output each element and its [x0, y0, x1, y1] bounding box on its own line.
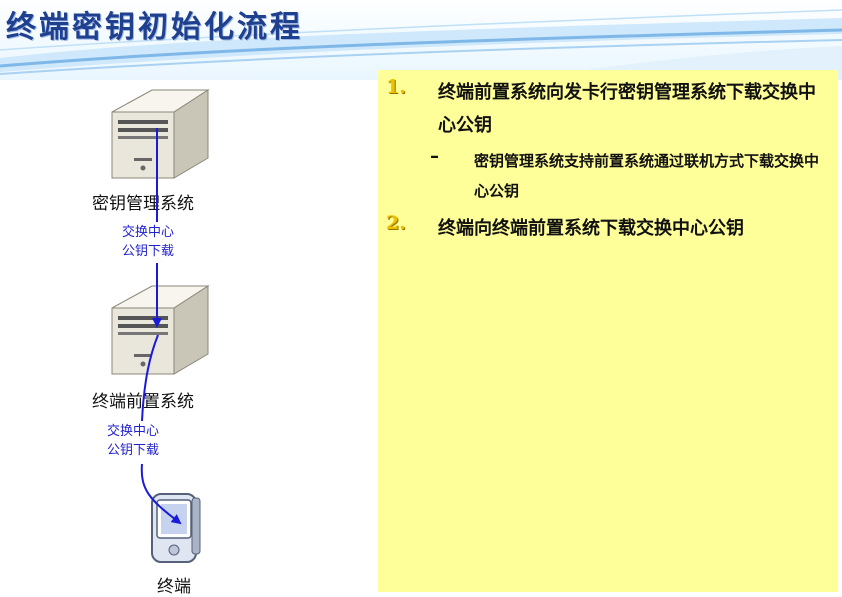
flow-arrows — [140, 128, 378, 595]
sub-bullet-dash: – — [430, 146, 439, 167]
slide-header: 终端密钥初始化流程 — [0, 0, 842, 80]
flow-label-line: 公钥下载 — [107, 443, 160, 458]
step-1: 1. 终端前置系统向发卡行密钥管理系统下载交换中心公钥 — [378, 76, 838, 146]
step-text: 终端前置系统向发卡行密钥管理系统下载交换中心公钥 — [438, 82, 816, 136]
node-label-key-management: 密钥管理系统 — [92, 194, 194, 214]
node-label-terminal: 终端 — [157, 577, 191, 597]
steps-panel: 1. 终端前置系统向发卡行密钥管理系统下载交换中心公钥 – 密钥管理系统支持前置… — [378, 70, 838, 592]
sub-step-text: 密钥管理系统支持前置系统通过联机方式下载交换中心公钥 — [474, 152, 820, 200]
slide-title: 终端密钥初始化流程 — [6, 10, 303, 45]
step-number: 2. — [386, 212, 406, 234]
server-icon — [111, 89, 210, 179]
flow-label-2: 交换中心 公钥下载 — [107, 422, 159, 460]
flow-diagram: 密钥管理系统 终端前置系统 终端 交换中心 公钥下载 交换中心 公钥下载 — [0, 80, 378, 597]
flow-label-1: 交换中心 公钥下载 — [122, 223, 174, 261]
flow-label-line: 交换中心 — [122, 225, 175, 240]
arrow-front-end-to-terminal — [140, 334, 180, 523]
flow-label-line: 交换中心 — [107, 424, 160, 439]
step-2: 2. 终端向终端前置系统下载交换中心公钥 — [378, 212, 838, 248]
step-number: 1. — [386, 76, 406, 98]
step-1-sub: – 密钥管理系统支持前置系统通过联机方式下载交换中心公钥 — [378, 146, 838, 208]
step-text: 终端向终端前置系统下载交换中心公钥 — [438, 218, 744, 239]
flow-label-line: 公钥下载 — [122, 244, 175, 259]
